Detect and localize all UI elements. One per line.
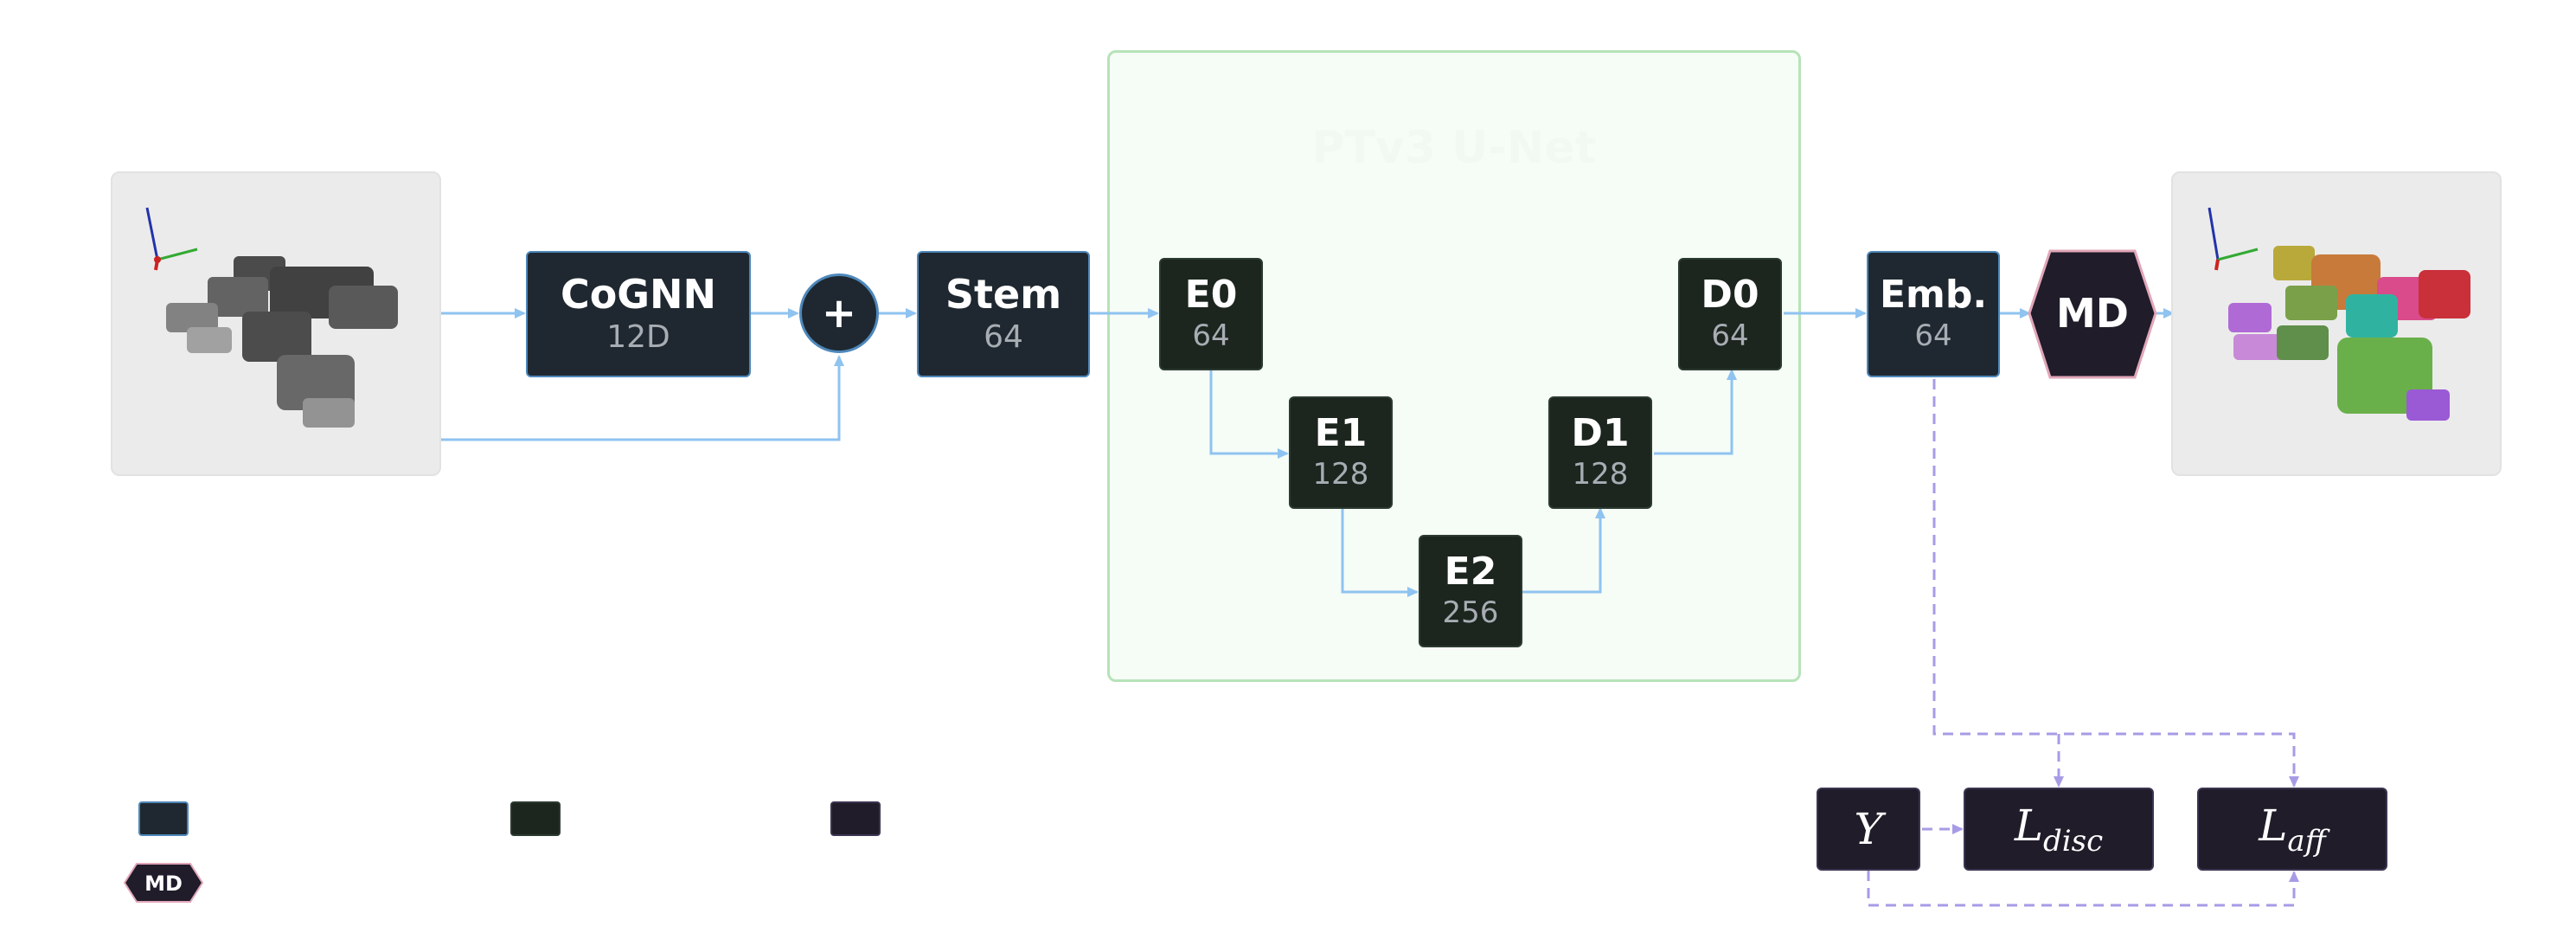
- emb-node: Emb. 64: [1867, 251, 2000, 377]
- voxel-protein-grayscale-icon: [145, 207, 398, 428]
- cognn-dim: 12D: [606, 319, 670, 356]
- e1-label: E1: [1314, 411, 1368, 456]
- legend-swatch-green: [510, 801, 561, 836]
- e0-node: E0 64: [1159, 258, 1263, 370]
- plus-node: +: [799, 273, 879, 353]
- emb-label: Emb.: [1879, 273, 1988, 318]
- emb-dim: 64: [1914, 318, 1952, 354]
- e2-node: E2 256: [1419, 535, 1522, 647]
- arrow-e2-d1: [1522, 507, 1605, 594]
- d0-node: D0 64: [1678, 258, 1782, 370]
- ldisc-node: Ldisc: [1964, 788, 2154, 871]
- y-node: Y: [1817, 788, 1920, 871]
- arrow-e0-e1: [1209, 370, 1289, 459]
- d1-label: D1: [1571, 411, 1630, 456]
- xyz-axes-icon: [145, 207, 198, 271]
- unet-title: PTv3 U-Net: [1311, 122, 1597, 174]
- d1-node: D1 128: [1548, 396, 1652, 509]
- legend-swatch-dark: [830, 801, 881, 836]
- voxel-protein-segmented-icon: [2208, 207, 2470, 421]
- d1-dim: 128: [1572, 457, 1629, 492]
- laff-label: Laff: [2259, 801, 2326, 859]
- legend-swatch-blue: [138, 801, 189, 836]
- ldisc-main: L: [2014, 800, 2044, 851]
- plus-symbol: +: [821, 289, 857, 338]
- dashed-y-laff: [1867, 871, 2299, 907]
- output-voxel-panel: [2171, 171, 2502, 476]
- stem-label: Stem: [945, 271, 1062, 318]
- e2-dim: 256: [1442, 595, 1499, 631]
- ldisc-sub: disc: [2043, 823, 2104, 859]
- ldisc-label: Ldisc: [2015, 801, 2103, 859]
- e0-dim: 64: [1192, 318, 1230, 354]
- arrow-d1-d0: [1654, 369, 1737, 455]
- d0-label: D0: [1701, 273, 1759, 318]
- input-voxel-panel: [111, 171, 441, 476]
- xyz-axes-icon: [2208, 207, 2259, 271]
- laff-sub: aff: [2287, 823, 2326, 859]
- y-label: Y: [1854, 804, 1883, 854]
- dashed-emb-laff: [1932, 379, 2299, 788]
- laff-node: Laff: [2197, 788, 2387, 871]
- stem-dim: 64: [984, 319, 1023, 356]
- stem-node: Stem 64: [917, 251, 1090, 377]
- cognn-label: CoGNN: [560, 271, 717, 318]
- e1-dim: 128: [1312, 457, 1369, 492]
- e0-label: E0: [1184, 273, 1238, 318]
- cognn-node: CoGNN 12D: [526, 251, 751, 377]
- e1-node: E1 128: [1289, 396, 1393, 509]
- laff-main: L: [2259, 800, 2288, 851]
- arrow-skip-plus: [441, 355, 844, 441]
- d0-dim: 64: [1711, 318, 1749, 354]
- e2-label: E2: [1444, 550, 1497, 595]
- arrow-e1-e2: [1341, 509, 1419, 597]
